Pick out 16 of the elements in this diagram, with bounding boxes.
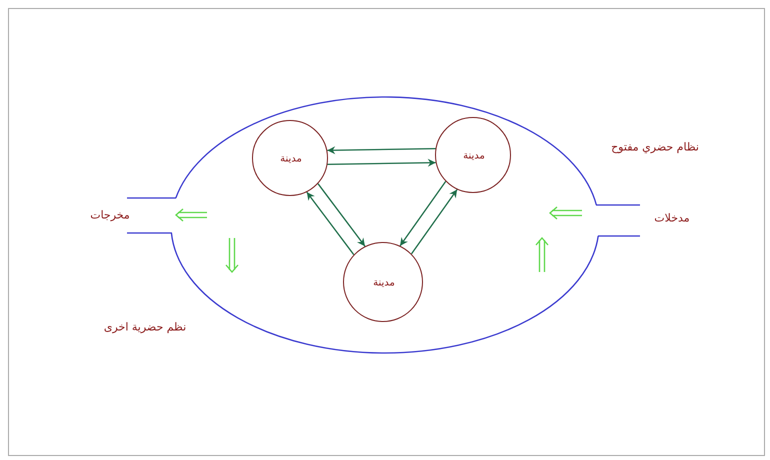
arrow bbox=[410, 189, 458, 254]
arrow bbox=[327, 158, 436, 167]
arrow bbox=[318, 183, 366, 247]
city-name: مدينة bbox=[373, 276, 395, 290]
text-label: نظم حضرية اخرى bbox=[104, 320, 186, 334]
city-circle bbox=[343, 242, 423, 322]
arrow bbox=[306, 192, 354, 256]
arrow bbox=[400, 181, 446, 246]
city-name: مدينة bbox=[463, 150, 485, 162]
arrow bbox=[327, 146, 436, 154]
city-circle bbox=[435, 117, 511, 193]
city-name: مدينة bbox=[280, 152, 302, 166]
text-label: مدخلات bbox=[654, 212, 690, 224]
city-circle bbox=[252, 120, 328, 196]
text-label: مخرجات bbox=[90, 208, 130, 222]
system-heading: نظام حضري مفتوح bbox=[611, 140, 699, 154]
